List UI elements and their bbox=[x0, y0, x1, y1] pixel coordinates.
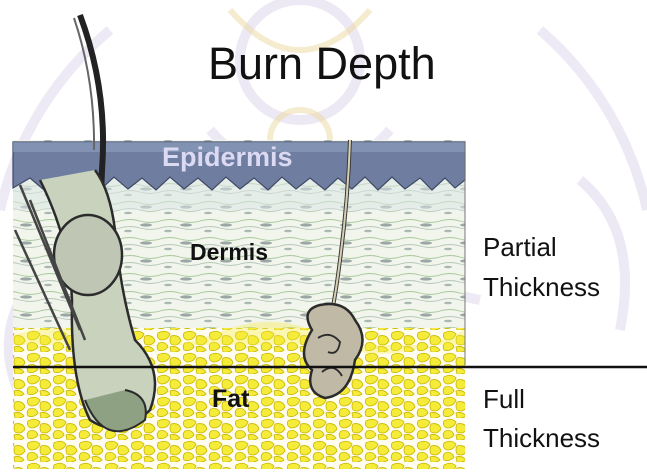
fat-label: Fat bbox=[212, 385, 250, 414]
full-thickness-label-line1: Full bbox=[483, 384, 525, 415]
full-thickness-label-line2: Thickness bbox=[483, 423, 600, 454]
partial-thickness-label-line1: Partial bbox=[483, 232, 557, 263]
dermis-label: Dermis bbox=[190, 239, 268, 266]
diagram-title: Burn Depth bbox=[208, 38, 436, 90]
partial-thickness-label-line2: Thickness bbox=[483, 272, 600, 303]
epidermis-label: Epidermis bbox=[162, 142, 293, 173]
